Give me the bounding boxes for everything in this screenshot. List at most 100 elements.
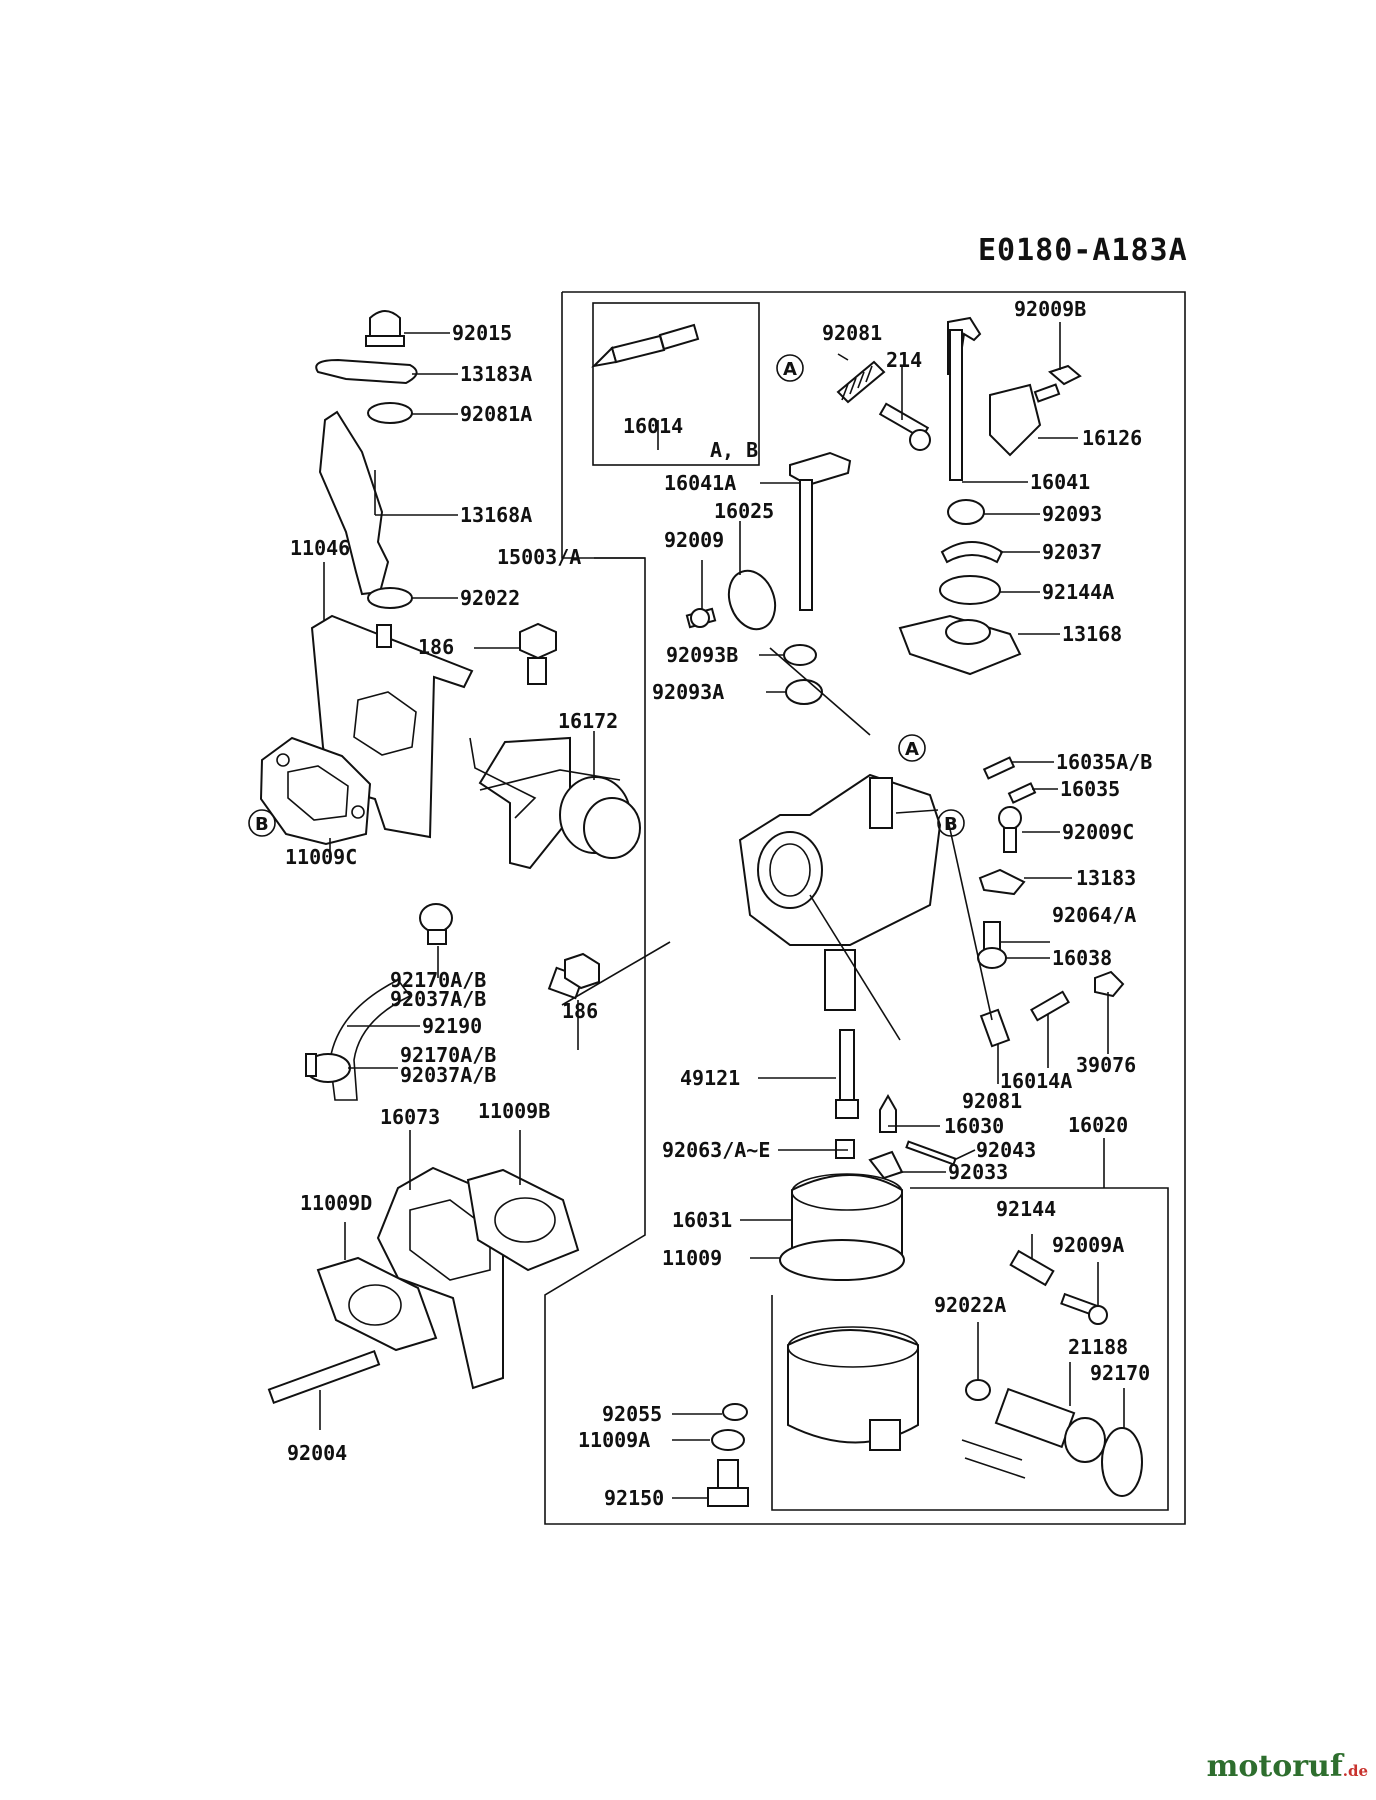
svg-text:B: B — [255, 814, 269, 835]
washer-part-2 — [367, 587, 413, 609]
label-92043: 92043 — [976, 1138, 1036, 1162]
part-labels: 92015 13183A 92081A 13168A 11046 92022 1… — [285, 297, 1152, 1510]
label-AB: A, B — [710, 438, 758, 462]
screw-92009c-part — [998, 806, 1022, 853]
washer-92093b-part — [783, 644, 817, 666]
clamp-92170-part — [1101, 1427, 1143, 1497]
label-13183: 13183 — [1076, 866, 1136, 890]
label-92081A: 92081A — [460, 402, 532, 426]
label-16041: 16041 — [1030, 470, 1090, 494]
washer-92022a-part — [965, 1379, 991, 1401]
marker-a-top: A — [776, 354, 804, 382]
label-92037AB-1: 92037A/B — [390, 987, 486, 1011]
needle-16030-part — [879, 1093, 897, 1133]
spring-92144a-part — [939, 575, 1001, 605]
label-186-upper: 186 — [418, 635, 454, 659]
label-16030: 16030 — [944, 1114, 1004, 1138]
throttle-shaft-16041-part — [947, 316, 982, 481]
spring-92144-part — [1009, 1249, 1055, 1287]
label-92190: 92190 — [422, 1014, 482, 1038]
screw-92009-part — [685, 607, 717, 629]
watermark-main: motoruf — [1206, 1749, 1343, 1784]
label-92004: 92004 — [287, 1441, 347, 1465]
label-92033: 92033 — [948, 1160, 1008, 1184]
label-92009B: 92009B — [1014, 297, 1086, 321]
label-13183A: 13183A — [460, 362, 532, 386]
label-92150: 92150 — [604, 1486, 664, 1510]
label-11009A: 11009A — [578, 1428, 650, 1452]
fuel-hose-92190 — [329, 978, 412, 1101]
marker-b-left: B — [248, 809, 276, 837]
cap-nut-part — [365, 310, 405, 347]
label-16020: 16020 — [1068, 1113, 1128, 1137]
clip-92033-part — [868, 1150, 904, 1180]
gasket-11009b-part — [466, 1168, 580, 1272]
drain-bolt-92150-part — [707, 1459, 749, 1507]
stud-part — [376, 624, 392, 648]
svg-text:B: B — [944, 814, 958, 835]
gasket-11009c-part — [259, 736, 372, 846]
gasket-11009d-part — [316, 1256, 438, 1352]
bushing-16038-part — [977, 947, 1007, 969]
svg-text:A: A — [783, 359, 797, 380]
label-92009A: 92009A — [1052, 1233, 1124, 1257]
float-bowl-part — [787, 1326, 919, 1451]
label-11009C: 11009C — [285, 845, 357, 869]
choke-wire — [469, 737, 537, 819]
bracket-lever-part — [318, 410, 390, 596]
plate-13183-part — [978, 868, 1026, 896]
label-92015: 92015 — [452, 321, 512, 345]
label-39076: 39076 — [1076, 1053, 1136, 1077]
label-92037: 92037 — [1042, 540, 1102, 564]
label-16172: 16172 — [558, 709, 618, 733]
label-13168: 13168 — [1062, 622, 1122, 646]
label-11046: 11046 — [290, 536, 350, 560]
screw-inset-box — [592, 302, 760, 466]
label-92081: 92081 — [822, 321, 882, 345]
float-bowl-box — [771, 1187, 1169, 1511]
screw-16014-part — [591, 323, 700, 368]
choke-shaft-16041a-part — [789, 451, 852, 611]
bolt-186-lower-part — [547, 952, 600, 1000]
label-49121: 49121 — [680, 1066, 740, 1090]
jet-92063-part — [835, 1139, 855, 1159]
label-92064A: 92064/A — [1052, 903, 1136, 927]
screw-92009a-part — [1060, 1292, 1108, 1325]
label-92144A: 92144A — [1042, 580, 1114, 604]
label-92037AB-2: 92037A/B — [400, 1063, 496, 1087]
label-92009C: 92009C — [1062, 820, 1134, 844]
label-186-lower: 186 — [562, 999, 598, 1023]
hose-clamp-upper — [419, 903, 453, 945]
o-ring-92055-part — [722, 1403, 748, 1421]
label-92009: 92009 — [664, 528, 724, 552]
o-ring-11009-part — [779, 1239, 905, 1281]
label-92022A: 92022A — [934, 1293, 1006, 1317]
label-92170AB-2: 92170A/B — [400, 1043, 496, 1067]
label-92081-lower: 92081 — [962, 1089, 1022, 1113]
emulsion-tube-49121-part — [835, 1029, 859, 1119]
washer-part — [367, 402, 413, 424]
label-13168A: 13168A — [460, 503, 532, 527]
screw-92009b-part — [1033, 364, 1082, 403]
bolt-186-upper-part — [519, 622, 557, 685]
label-92170AB-1: 92170A/B — [390, 968, 486, 992]
label-16126: 16126 — [1082, 426, 1142, 450]
label-16073: 16073 — [380, 1105, 440, 1129]
label-11009D: 11009D — [300, 1191, 372, 1215]
hose-clamp-lower — [305, 1053, 351, 1083]
pin-92043-part — [905, 1140, 957, 1166]
solenoid-21188-part — [961, 1387, 1106, 1479]
screw-214-part — [878, 402, 931, 451]
spring-92081-part — [836, 360, 886, 404]
cap-39076-part — [1094, 970, 1125, 998]
main-frame — [544, 291, 1186, 1525]
choke-plate-16025-part — [727, 569, 777, 631]
screw-16035ab-part — [982, 756, 1016, 780]
label-16035: 16035 — [1060, 777, 1120, 801]
collar-92093-part — [947, 499, 985, 525]
choke-solenoid-part — [478, 736, 641, 870]
label-11009B: 11009B — [478, 1099, 550, 1123]
watermark: motoruf.de — [1207, 1749, 1368, 1784]
diagram-code: E0180-A183A — [978, 233, 1188, 268]
